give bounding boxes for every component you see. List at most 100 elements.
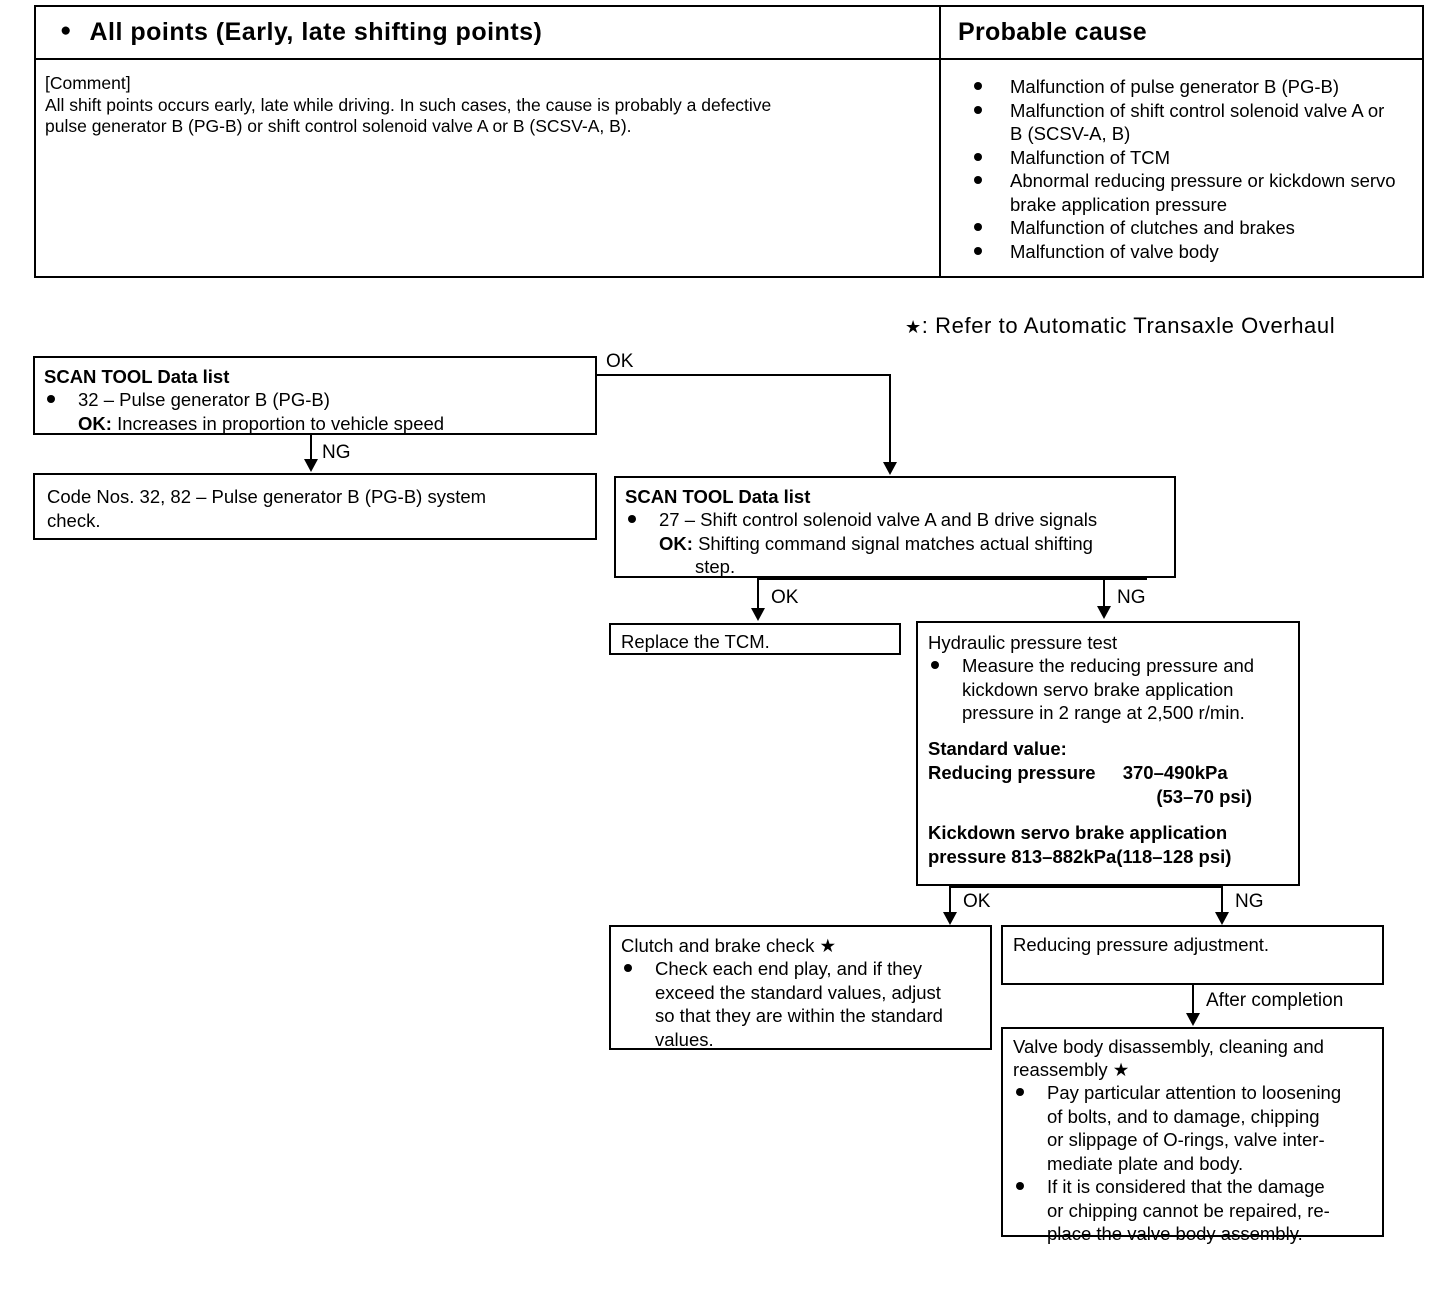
valve-heading-l2: reassembly ★ <box>1013 1059 1130 1080</box>
cause-text: Malfunction of clutches and brakes <box>1010 217 1295 238</box>
cause-list-item: Malfunction of shift control solenoid va… <box>974 99 1416 146</box>
comment-line-2: pulse generator B (PG-B) or shift contro… <box>45 116 632 136</box>
star-footnote: ★: Refer to Automatic Transaxle Overhaul <box>905 313 1335 339</box>
bullet-dot-icon <box>974 176 982 184</box>
flow-box-valve-body-service: Valve body disassembly, cleaning and rea… <box>1001 1027 1384 1244</box>
scan1-item: 32 – Pulse generator B (PG-B) <box>44 388 595 412</box>
connector-hydraulic-rail <box>949 886 1223 888</box>
clutch-heading: Clutch and brake check ★ <box>621 935 837 956</box>
kickdown-pressure-l1: Kickdown servo brake application <box>928 821 1228 843</box>
standard-value-label: Standard value: <box>928 737 1067 759</box>
cause-text: Malfunction of valve body <box>1010 240 1219 262</box>
bullet-dot-icon <box>974 82 982 90</box>
flow-box-scan-tool-2: SCAN TOOL Data list 27 – Shift control s… <box>614 476 1176 578</box>
probable-cause-title: Probable cause <box>958 18 1148 46</box>
scan2-ok-label: OK: <box>659 532 693 554</box>
reducing-pressure-kpa: 370–490kPa <box>1122 761 1228 783</box>
cause-text: Abnormal reducing pressure or kickdown s… <box>1010 170 1396 191</box>
edge-label-after-completion: After completion <box>1206 990 1344 1011</box>
bullet-dot-icon <box>47 395 55 403</box>
hydraulic-measure-l3: pressure in 2 range at 2,500 r/min. <box>962 702 1245 723</box>
probable-cause-cell: Malfunction of pulse generator B (PG-B) … <box>941 60 1422 276</box>
bullet-dot-icon <box>931 661 939 669</box>
hydraulic-measure-item: Measure the reducing pressure and <box>928 654 1290 678</box>
valve-b1-l4: mediate plate and body. <box>1047 1152 1244 1174</box>
scan1-ok-line: OK: Increases in proportion to vehicle s… <box>44 412 595 436</box>
reducing-pressure-row: Reducing pressure 370–490kPa <box>928 761 1290 785</box>
clutch-item: Check each end play, and if they <box>621 957 984 981</box>
valve-b2-l1: If it is considered that the damage <box>1047 1176 1325 1197</box>
cause-text: Malfunction of pulse generator B (PG-B) <box>1010 76 1340 97</box>
arrowhead-ng2 <box>1097 606 1111 619</box>
hydraulic-measure-l1: Measure the reducing pressure and <box>962 655 1255 676</box>
arrowhead-after-completion <box>1186 1013 1200 1026</box>
cause-list-item: Malfunction of TCM <box>974 146 1416 170</box>
table-column-divider <box>939 7 941 276</box>
clutch-l2: exceed the standard values, adjust <box>655 981 941 1003</box>
hydraulic-measure-l2: kickdown servo brake application <box>962 678 1234 700</box>
edge-label-ng3: NG <box>1235 891 1264 912</box>
scan2-item-text: 27 – Shift control solenoid valve A and … <box>659 509 1098 530</box>
star-footnote-text: : Refer to Automatic Transaxle Overhaul <box>921 313 1336 338</box>
bullet-dot-icon <box>974 105 982 114</box>
cause-text: Malfunction of shift control solenoid va… <box>1010 99 1385 121</box>
edge-label-ng1: NG <box>322 442 351 463</box>
arrowhead-ng1 <box>304 459 318 472</box>
connector-ok1-horizontal <box>597 374 891 376</box>
cause-text: Malfunction of TCM <box>1010 146 1171 168</box>
valve-heading-l1: Valve body disassembly, cleaning and <box>1013 1036 1324 1057</box>
connector-after-completion-vertical <box>1192 985 1194 1015</box>
arrowhead-ng3 <box>1215 912 1229 925</box>
connector-scan2-rail <box>757 578 1147 580</box>
symptom-probable-cause-table: ● All points (Early, late shifting point… <box>34 5 1424 278</box>
flow-box-reducing-pressure-adjustment: Reducing pressure adjustment. <box>1001 925 1384 985</box>
table-header-right: Probable cause <box>941 7 1147 58</box>
connector-ok3-vertical <box>949 886 951 914</box>
valve-b1-l1: Pay particular attention to loosening <box>1047 1082 1342 1103</box>
connector-ok2-vertical <box>757 578 759 610</box>
scan2-item: 27 – Shift control solenoid valve A and … <box>625 508 1174 532</box>
cause-list-item: Malfunction of valve body <box>974 240 1416 264</box>
valve-item-2: If it is considered that the damage <box>1013 1175 1376 1199</box>
cause-text-cont: brake application pressure <box>1010 193 1227 215</box>
edge-label-ok3: OK <box>963 891 991 912</box>
reducing-pressure-label: Reducing pressure <box>928 761 1096 783</box>
edge-label-ng2: NG <box>1117 587 1146 608</box>
scan2-ok-text: Shifting command signal matches actual s… <box>698 532 1093 554</box>
replace-tcm-text: Replace the TCM. <box>621 631 770 652</box>
flow-box-hydraulic-pressure-test: Hydraulic pressure test Measure the redu… <box>916 621 1300 886</box>
bullet-dot-icon <box>628 515 636 523</box>
clutch-l4: values. <box>655 1028 714 1050</box>
valve-b1-l2: of bolts, and to damage, chipping <box>1047 1105 1320 1127</box>
connector-ng2-vertical <box>1103 578 1105 608</box>
symptom-title: All points (Early, late shifting points) <box>89 18 543 46</box>
clutch-l3: so that they are within the standard <box>655 1005 943 1026</box>
valve-b2-l2: or chipping cannot be repaired, re- <box>1047 1199 1330 1221</box>
code-check-line-2: check. <box>47 510 101 531</box>
connector-ng1-vertical <box>310 435 312 461</box>
bullet-dot-icon <box>974 246 982 255</box>
edge-label-ok2: OK <box>771 587 799 608</box>
code-check-line-1: Code Nos. 32, 82 – Pulse generator B (PG… <box>47 486 487 507</box>
flow-box-code-check: Code Nos. 32, 82 – Pulse generator B (PG… <box>33 473 597 540</box>
bullet-dot-icon <box>624 964 632 972</box>
table-header-row <box>36 7 1422 60</box>
reducing-adjustment-text: Reducing pressure adjustment. <box>1013 934 1270 955</box>
comment-cell: [Comment] All shift points occurs early,… <box>36 60 939 276</box>
valve-b2-l3: place the valve body assembly. <box>1047 1223 1303 1244</box>
bullet-dot-icon <box>1016 1088 1024 1096</box>
connector-ng3-vertical <box>1221 886 1223 914</box>
bullet-dot-icon <box>974 152 982 161</box>
valve-b1-l3: or slippage of O-rings, valve inter- <box>1047 1129 1325 1150</box>
flow-box-scan-tool-1: SCAN TOOL Data list 32 – Pulse generator… <box>33 356 597 435</box>
star-icon: ★ <box>905 317 922 337</box>
valve-item-1: Pay particular attention to loosening <box>1013 1081 1376 1105</box>
hydraulic-heading: Hydraulic pressure test <box>928 632 1118 653</box>
flow-box-replace-tcm: Replace the TCM. <box>609 623 901 655</box>
flow-box-clutch-brake-check: Clutch and brake check ★ Check each end … <box>609 925 992 1050</box>
reducing-pressure-psi: (53–70 psi) <box>1156 785 1252 807</box>
bullet-dot-icon <box>974 223 982 231</box>
arrowhead-ok1 <box>883 462 897 475</box>
cause-list-item: Malfunction of pulse generator B (PG-B) <box>974 75 1416 99</box>
scan2-heading: SCAN TOOL Data list <box>625 486 811 507</box>
